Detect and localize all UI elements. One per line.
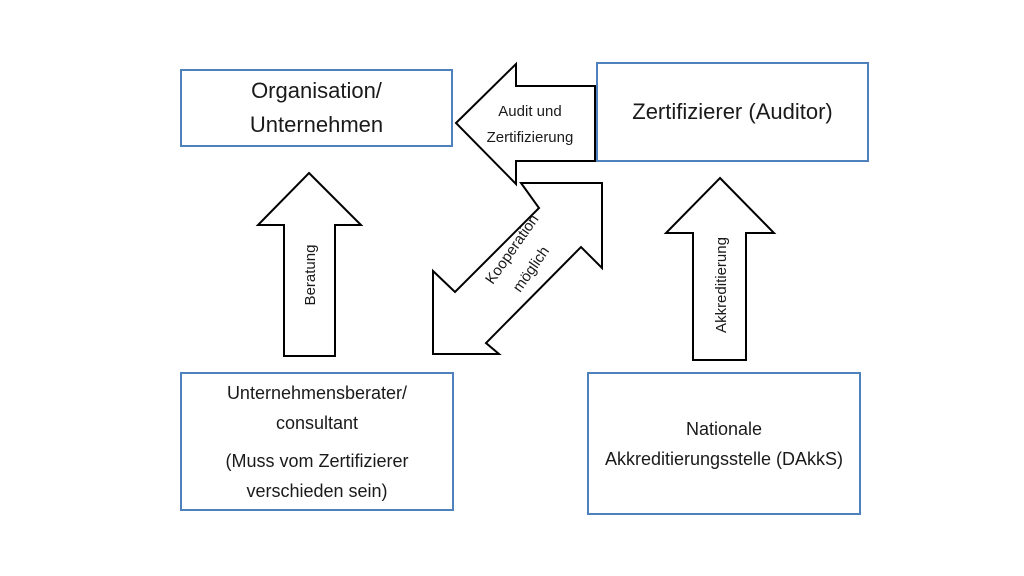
organisation-line2: Unternehmen — [249, 112, 384, 137]
consultant-note1: (Muss vom Zertifizierer — [225, 450, 409, 471]
cooperation-arrow-shape — [432, 182, 603, 355]
accreditation-arrow: Akkreditierung — [663, 176, 777, 361]
consultant-line2: consultant — [275, 412, 359, 433]
consultant-line1: Unternehmensberater/ — [226, 382, 408, 403]
audit-arrow-label-line2: Zertifizierung — [487, 129, 574, 146]
consulting-arrow-shape — [255, 171, 364, 357]
cooperation-arrow: Kooperation möglich — [432, 182, 603, 355]
certifier-box: Zertifizierer (Auditor) — [596, 62, 869, 162]
consultant-note2: verschieden sein) — [246, 480, 388, 501]
accreditation-arrow-shape — [663, 176, 777, 361]
consultant-box: Unternehmensberater/ consultant (Muss vo… — [180, 372, 454, 511]
audit-arrow-label-line1: Audit und — [498, 103, 561, 120]
accreditation-body-box: Nationale Akkreditierungsstelle (DAkkS) — [587, 372, 861, 515]
consulting-arrow: Beratung — [255, 171, 364, 357]
accreditation-body-line1: Nationale — [685, 418, 763, 439]
audit-arrow-shape — [454, 61, 596, 187]
accreditation-arrow-label: Akkreditierung — [713, 237, 730, 333]
audit-arrow: Audit und Zertifizierung — [454, 61, 596, 187]
organisation-line1: Organisation/ — [251, 78, 382, 103]
certifier-label: Zertifizierer (Auditor) — [632, 99, 833, 124]
consulting-arrow-label: Beratung — [302, 245, 319, 306]
accreditation-body-line2: Akkreditierungsstelle (DAkkS) — [604, 448, 844, 469]
organisation-box: Organisation/ Unternehmen — [180, 69, 453, 147]
